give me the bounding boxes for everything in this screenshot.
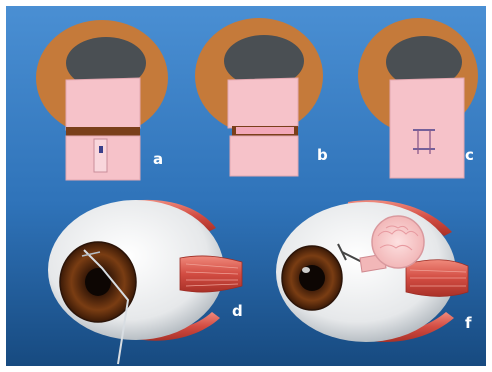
panel-a-flap-upper	[66, 78, 140, 130]
medical-illustration: a b c d	[6, 6, 486, 366]
panel-f-label: f	[465, 314, 472, 332]
panel-d-pupil	[85, 268, 111, 296]
panel-f-pupil-highlight	[302, 267, 310, 273]
panel-a-suture-knot	[99, 146, 103, 153]
panel-b-flap-lower	[230, 136, 298, 176]
panel-b-label: b	[317, 146, 328, 164]
panel-a-label: a	[153, 150, 163, 168]
panel-c-flap	[390, 78, 464, 178]
panel-b-flap-upper	[228, 78, 298, 128]
panel-f-graft-tissue	[372, 216, 424, 268]
panel-a-cut	[94, 139, 107, 172]
panel-a-incision-strip	[66, 127, 140, 136]
panel-d-label: d	[232, 302, 243, 320]
panel-c-label: c	[465, 146, 474, 164]
panel-b-graft-strip	[236, 127, 294, 134]
illustration-frame: a b c d	[6, 6, 486, 366]
